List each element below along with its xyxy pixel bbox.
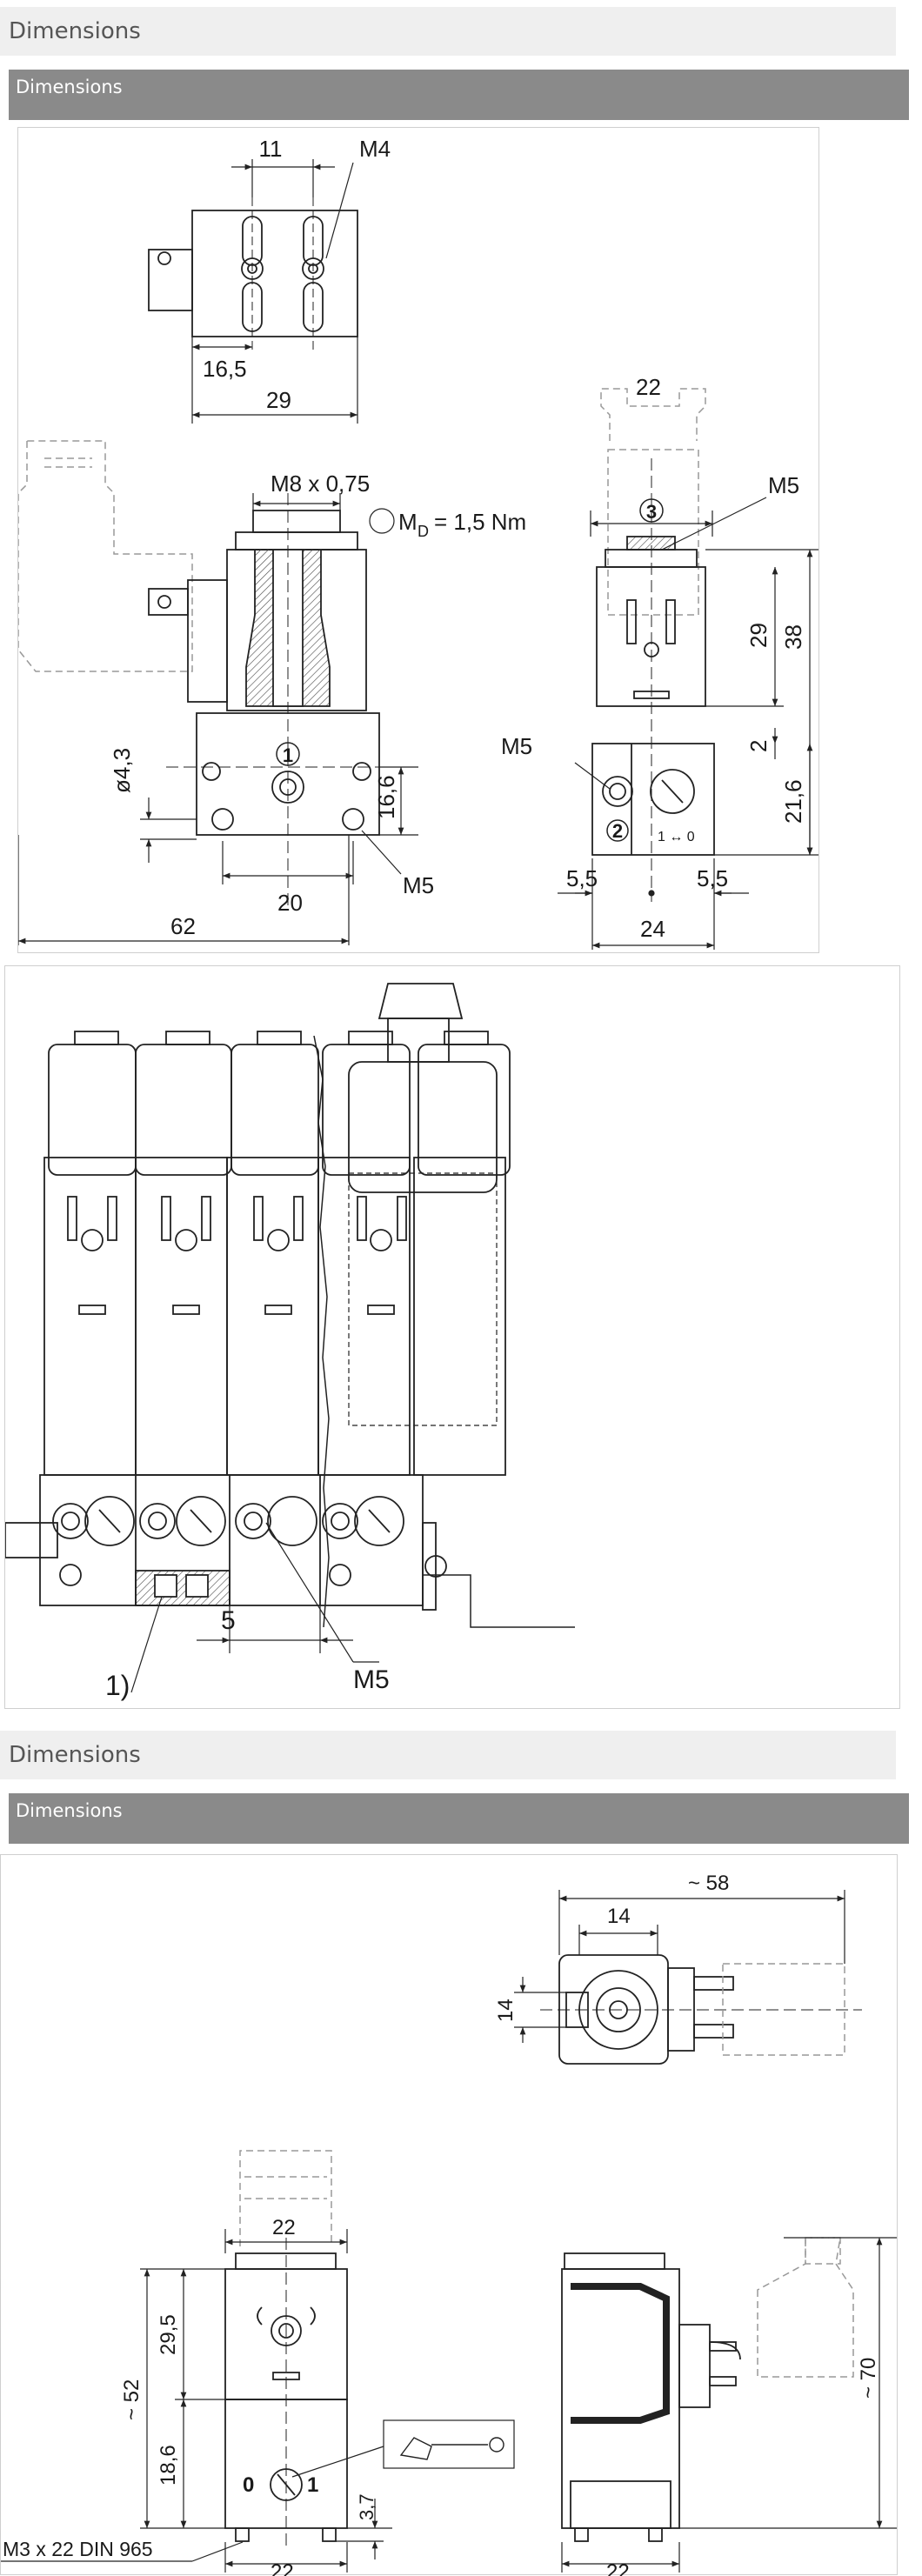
dim-22-bottom: 22 (271, 2560, 294, 2576)
torque-m: M (398, 509, 418, 535)
section-subtitle-bar: Dimensions (9, 70, 909, 120)
dimension-drawing-single-valve: 11 M4 16,5 29 M8 x 0,75 (17, 127, 819, 953)
switch-1: 1 (307, 2473, 318, 2497)
thread-m4: M4 (359, 136, 391, 162)
dim-21-6: 21,6 (780, 779, 806, 824)
torque-value: = 1,5 Nm (434, 509, 526, 535)
dim-11: 11 (259, 136, 283, 162)
section-title: Dimensions (0, 1731, 896, 1779)
thread-m5: M5 (353, 1665, 390, 1694)
dim-dia-4-3: ø4,3 (109, 748, 135, 793)
thread-m8: M8 x 0,75 (271, 470, 370, 497)
dim-3-7: 3,7 (356, 2493, 377, 2520)
dim-52: ~ 52 (120, 2379, 144, 2420)
section-subtitle-bar: Dimensions (9, 1793, 909, 1844)
dim-5: 5 (221, 1606, 236, 1635)
port-3-label: 3 (646, 501, 657, 523)
dim-58: ~ 58 (688, 1872, 729, 1895)
dim-22-top: 22 (272, 2216, 296, 2239)
section-title: Dimensions (0, 7, 896, 56)
dim-18-6: 18,6 (157, 2445, 180, 2486)
dim-29-5: 29,5 (157, 2314, 180, 2355)
thread-m5-left: M5 (403, 872, 434, 898)
dim-29-top: 29 (266, 387, 291, 413)
footnote-1-label: 1) (105, 1670, 130, 1701)
dim-22-front: 22 (636, 374, 661, 400)
dim-2: 2 (745, 740, 772, 752)
dim-70: ~ 70 (857, 2358, 880, 2399)
switch-label: 1 ↔ 0 (658, 830, 695, 844)
dim-38: 38 (780, 624, 806, 650)
dim-24: 24 (640, 916, 665, 942)
switch-0: 0 (243, 2473, 254, 2497)
dim-14-horizontal: 14 (607, 1905, 631, 1928)
dim-22-side: 22 (606, 2560, 630, 2576)
dim-62: 62 (170, 913, 196, 939)
screw-spec: M3 x 22 DIN 965 (3, 2538, 153, 2560)
dim-29-right: 29 (745, 623, 772, 648)
dim-20: 20 (277, 890, 303, 916)
manifold-assembly-drawing: 5 1) M5 (4, 965, 900, 1709)
dim-14-vertical: 14 (494, 1999, 518, 2022)
dim-16-6: 16,6 (373, 775, 399, 819)
port-1-label: 1 (283, 744, 293, 766)
dim-5-5-left: 5,5 (566, 865, 598, 891)
thread-m5-top: M5 (768, 472, 799, 498)
dim-5-5-right: 5,5 (697, 865, 728, 891)
thread-m5-mid: M5 (501, 733, 532, 759)
torque-sub: D (418, 523, 429, 540)
dim-16-5: 16,5 (203, 356, 247, 382)
dimension-drawing-valve-type-2: ~ 58 14 14 (0, 1854, 898, 2576)
port-2-label: 2 (612, 820, 623, 842)
